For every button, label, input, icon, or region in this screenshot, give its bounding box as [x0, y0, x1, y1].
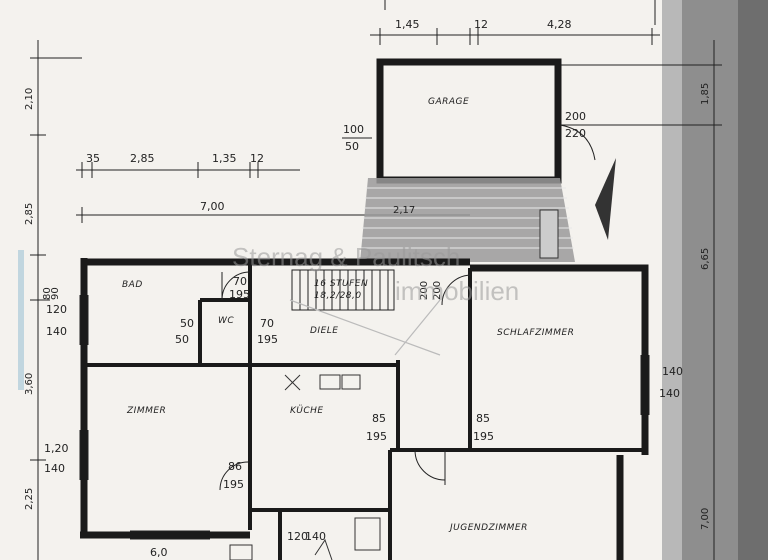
garage-door-right-top: 200: [565, 110, 586, 123]
bad-door-top: 70: [233, 275, 247, 288]
north-arrow-icon: [595, 158, 616, 240]
dim-left-small-bot: 90: [50, 287, 61, 300]
zimmer-door-bot: 195: [223, 478, 244, 491]
bad-door-bot: 195: [229, 288, 250, 301]
scan-shadow-edge: [662, 0, 682, 560]
bad-window-bot: 140: [46, 325, 67, 338]
room-label-wc: WC: [218, 316, 234, 326]
scan-shadow-dark: [738, 0, 768, 560]
dimension-chain-left: [30, 40, 82, 560]
garage-door-right-bot: 220: [565, 127, 586, 140]
dim-right-1: 1,85: [700, 83, 711, 105]
bottom-fixtures: [229, 517, 381, 560]
dim-top-2: 12: [474, 18, 488, 31]
dim-left-small-top: 80: [42, 287, 53, 300]
door-swings: [219, 271, 471, 491]
room-label-bad: BAD: [122, 280, 143, 290]
bottom-left-dim: 6,0: [150, 546, 168, 559]
room-label-zimmer: ZIMMER: [126, 406, 166, 416]
kueche-door-bot: 195: [366, 430, 387, 443]
staircase: [291, 269, 395, 311]
dim-total: 7,00: [200, 200, 225, 213]
dim-row2-2: 2,85: [130, 152, 155, 165]
dim-row2-4: 12: [250, 152, 264, 165]
bottom-window-top: 120: [287, 530, 308, 543]
dimension-chain-right: [560, 40, 722, 560]
schlaf-window-top: 140: [662, 365, 683, 378]
wc-window-bot: 50: [175, 333, 189, 346]
room-label-jugendzimmer: JUGENDZIMMER: [448, 523, 528, 533]
wc-door-top: 70: [260, 317, 274, 330]
stair-note-2: 18,2/28,0: [314, 291, 362, 301]
garage-door-left-top: 100: [343, 123, 364, 136]
wc-door-bot: 195: [257, 333, 278, 346]
kueche-door-top: 85: [372, 412, 386, 425]
bottom-window-bot: 140: [305, 530, 326, 543]
diele-door-bot: 200: [432, 281, 443, 300]
dim-row2-3: 1,35: [212, 152, 237, 165]
kitchen-fittings: [284, 374, 361, 391]
dim-right-3: 7,00: [700, 508, 711, 530]
dim-top-1: 1,45: [395, 18, 420, 31]
zimmer-window-bot: 140: [44, 462, 65, 475]
dim-left-3: 3,60: [24, 373, 35, 395]
dim-left-2: 2,85: [24, 203, 35, 225]
schlaf-door-top: 85: [476, 412, 490, 425]
zimmer-door-top: 86: [228, 460, 242, 473]
garage-walls: [376, 58, 562, 184]
dim-top-3: 4,28: [547, 18, 572, 31]
stair-note: 16 STUFEN: [314, 279, 368, 289]
schlaf-window-bot: 140: [659, 387, 680, 400]
zimmer-window-top: 1,20: [44, 442, 69, 455]
house-interior-walls: [84, 262, 645, 560]
scan-edge-left: [18, 250, 24, 390]
dim-row2-1: 35: [86, 152, 100, 165]
dim-left-1: 2,10: [24, 88, 35, 110]
wc-window-top: 50: [180, 317, 194, 330]
room-label-garage: GARAGE: [428, 97, 469, 107]
dim-left-4: 2,25: [24, 488, 35, 510]
garage-door-left-bot: 50: [345, 140, 359, 153]
dim-right-2: 6,65: [700, 248, 711, 270]
terrace-hatch: [360, 178, 575, 262]
watermark-suffix: immobilien: [395, 276, 519, 306]
diele-door-top: 200: [419, 281, 430, 300]
windows: [79, 295, 650, 540]
room-label-diele: DIELE: [310, 326, 338, 336]
watermark-text: Sternag & Paulitsch: [232, 242, 460, 272]
house-outer-walls: [80, 258, 649, 560]
bad-window-top: 120: [46, 303, 67, 316]
room-label-schlafzimmer: SCHLAFZIMMER: [497, 328, 574, 338]
room-label-kueche: KÜCHE: [290, 405, 324, 416]
dimension-chain-top: [370, 0, 660, 45]
stair-small-dim: 2,17: [393, 205, 415, 216]
diele-diagonal: [289, 299, 441, 356]
schlaf-door-bot: 195: [473, 430, 494, 443]
